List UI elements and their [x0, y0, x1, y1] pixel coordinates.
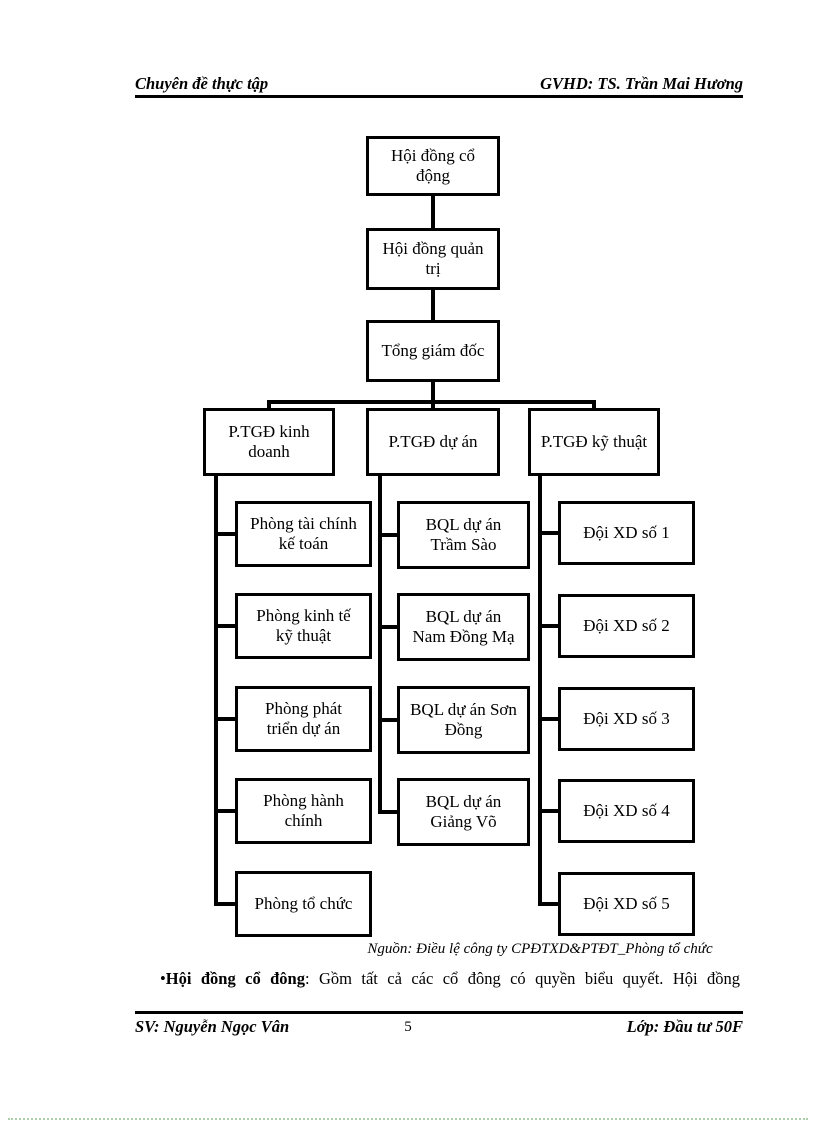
box-phong-tai-chinh-ke-toan: Phòng tài chính kế toán	[235, 501, 372, 567]
box-phong-phat-trien-du-an: Phòng phát triển dự án	[235, 686, 372, 752]
box-phong-to-chuc: Phòng tổ chức	[235, 871, 372, 937]
box-ptgd-du-an: P.TGĐ dự án	[366, 408, 500, 476]
page-footer: SV: Nguyễn Ngọc Vân 5 Lớp: Đầu tư 50F	[0, 1017, 816, 1041]
box-phong-kinh-te-ky-thuat: Phòng kinh tế kỹ thuật	[235, 593, 372, 659]
footer-left-text: SV: Nguyễn Ngọc Vân	[135, 1017, 290, 1036]
box-doi-xd-so-1: Đội XD số 1	[558, 501, 695, 565]
box-hoi-dong-quan-tri: Hội đồng quản trị	[366, 228, 500, 290]
box-ptgd-kinh-doanh: P.TGĐ kinh doanh	[203, 408, 335, 476]
page-number: 5	[404, 1019, 412, 1035]
box-tong-giam-doc: Tổng giám đốc	[366, 320, 500, 382]
body-term: Hội đồng cổ đông	[165, 969, 305, 988]
header-left-text: Chuyên đề thực tập	[135, 74, 269, 93]
header-right-text: GVHD: TS. Trần Mai Hương	[540, 74, 743, 93]
footer-rule	[135, 1011, 743, 1014]
box-phong-hanh-chinh: Phòng hành chính	[235, 778, 372, 844]
header-rule	[135, 95, 743, 98]
body-paragraph: •Hội đồng cổ đông: Gồm tất cả các cổ đôn…	[160, 969, 740, 989]
page-header: Chuyên đề thực tập GVHD: TS. Trần Mai Hư…	[135, 70, 743, 94]
page-boundary-dotted-line	[8, 1118, 808, 1120]
box-bql-du-an-giang-vo: BQL dự án Giảng Võ	[397, 778, 530, 846]
box-doi-xd-so-3: Đội XD số 3	[558, 687, 695, 751]
box-bql-du-an-son-dong: BQL dự án Sơn Đồng	[397, 686, 530, 754]
bullet-marker: •	[160, 969, 166, 988]
box-doi-xd-so-2: Đội XD số 2	[558, 594, 695, 658]
footer-right-text: Lớp: Đầu tư 50F	[626, 1017, 743, 1036]
box-bql-du-an-nam-dong-ma: BQL dự án Nam Đồng Mạ	[397, 593, 530, 661]
body-text: : Gồm tất cả các cổ đông có quyền biểu q…	[304, 969, 740, 988]
box-doi-xd-so-5: Đội XD số 5	[558, 872, 695, 936]
box-hoi-dong-co-dong: Hội đồng cổ động	[366, 136, 500, 196]
box-bql-du-an-tram-sao: BQL dự án Trầm Sào	[397, 501, 530, 569]
box-ptgd-ky-thuat: P.TGĐ kỹ thuật	[528, 408, 660, 476]
source-note: Nguồn: Điều lệ công ty CPĐTXD&PTĐT_Phòng…	[367, 941, 713, 957]
box-doi-xd-so-4: Đội XD số 4	[558, 779, 695, 843]
